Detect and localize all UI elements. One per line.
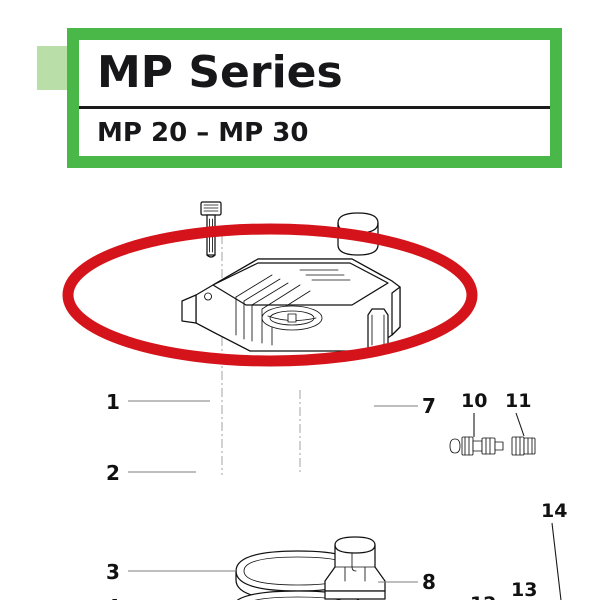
page-title: MP Series bbox=[97, 47, 343, 98]
leader-lines bbox=[128, 400, 562, 600]
callout-10: 10 bbox=[461, 390, 487, 412]
callout-4: 4 bbox=[106, 595, 120, 600]
header-inner: MP Series MP 20 – MP 30 bbox=[79, 40, 550, 156]
header-banner: MP Series MP 20 – MP 30 bbox=[67, 28, 562, 168]
callout-7: 7 bbox=[422, 394, 436, 418]
callout-3: 3 bbox=[106, 560, 120, 584]
part-fittings bbox=[449, 436, 536, 456]
callout-1: 1 bbox=[106, 390, 120, 414]
callout-2: 2 bbox=[106, 461, 120, 485]
exploded-parts-diagram: 1 2 3 4 5 6 7 8 9 10 11 12 13 14 25 27 bbox=[0, 175, 600, 600]
callout-8: 8 bbox=[422, 570, 436, 594]
callout-12: 12 bbox=[470, 593, 496, 600]
part-port-flange bbox=[324, 536, 386, 600]
part-cover bbox=[181, 258, 401, 352]
callout-13: 13 bbox=[511, 579, 537, 600]
callout-numbers: 1 2 3 4 5 6 7 8 9 10 11 12 13 14 25 27 bbox=[106, 390, 567, 600]
red-highlight-ellipse bbox=[62, 223, 478, 367]
page-subtitle: MP 20 – MP 30 bbox=[97, 118, 309, 148]
callout-14: 14 bbox=[541, 500, 567, 522]
header-divider bbox=[79, 106, 550, 109]
callout-11: 11 bbox=[505, 390, 531, 412]
